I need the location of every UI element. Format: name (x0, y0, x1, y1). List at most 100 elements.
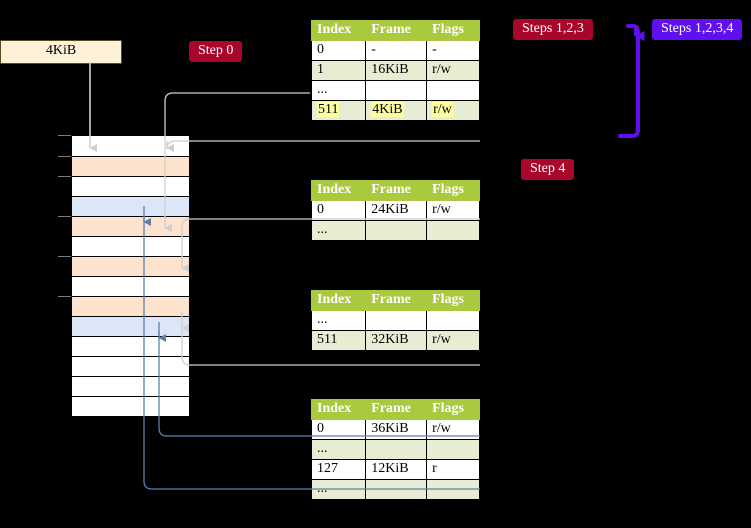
cell-index: 1 (310, 60, 367, 81)
cell-frame: 36KiB (365, 419, 428, 440)
table-row: 127 12KiB r (310, 459, 480, 480)
table-row: ... (310, 80, 480, 101)
cell-frame: 24KiB (365, 200, 428, 221)
column-header-frame: Frame (365, 290, 428, 311)
cell-flags (426, 220, 480, 241)
cell-flags (426, 80, 480, 101)
cell-frame: - (365, 40, 428, 61)
cell-flags: r/w (426, 419, 480, 440)
cell-index: 511 (310, 100, 367, 121)
cell-flags: r/w (426, 60, 480, 81)
memory-tick (58, 256, 71, 257)
badge-step-4-label: Step 4 (530, 161, 566, 176)
arrow-steps-1234-bracket (618, 24, 640, 138)
badge-steps-123-label: Steps 1,2,3 (522, 21, 584, 36)
cell-index: ... (310, 479, 367, 500)
page-table-level-1: Index Frame Flags 0 24KiB r/w ... (310, 180, 480, 241)
cell-frame: 32KiB (365, 330, 428, 351)
cell-frame (365, 439, 428, 460)
column-header-frame: Frame (365, 180, 428, 201)
table-row: ... (310, 479, 480, 500)
source-frame-label: 4KiB (45, 43, 77, 58)
table-row: ... (310, 220, 480, 241)
badge-step-0-label: Step 0 (198, 43, 234, 58)
memory-row (72, 397, 189, 416)
memory-tick (58, 216, 71, 217)
memory-row (72, 277, 189, 297)
cell-flags (426, 439, 480, 460)
badge-steps-123: Steps 1,2,3 (513, 19, 593, 40)
column-header-index: Index (310, 399, 367, 420)
table-row: ... (310, 310, 480, 331)
column-header-frame: Frame (365, 20, 428, 41)
badge-step-0: Step 0 (189, 41, 243, 62)
memory-row (72, 337, 189, 357)
column-header-index: Index (310, 290, 367, 311)
cell-index: ... (310, 80, 367, 101)
memory-tick (58, 176, 71, 177)
cell-index: 0 (310, 200, 367, 221)
cell-flags: r (426, 459, 480, 480)
table-header-row: Index Frame Flags (310, 180, 480, 201)
cell-flags: r/w (426, 200, 480, 221)
badge-steps-1234-label: Steps 1,2,3,4 (661, 21, 734, 36)
cell-index: ... (310, 310, 367, 331)
table-row: 0 36KiB r/w (310, 419, 480, 440)
memory-tick (58, 296, 71, 297)
cell-index: ... (310, 439, 367, 460)
cell-flags (426, 310, 480, 331)
column-header-frame: Frame (365, 399, 428, 420)
memory-row (72, 357, 189, 377)
cell-frame (365, 80, 428, 101)
table-row: 0 24KiB r/w (310, 200, 480, 221)
page-table-level-2: Index Frame Flags ... 511 32KiB r/w (310, 290, 480, 351)
table-row: 0 - - (310, 40, 480, 61)
table-header-row: Index Frame Flags (310, 20, 480, 41)
page-table-level-0: Index Frame Flags 0 - - 1 16KiB r/w ... (310, 20, 480, 121)
cell-flags: r/w (426, 100, 480, 121)
memory-row (72, 136, 189, 157)
memory-tick (58, 135, 71, 136)
memory-row (72, 297, 189, 317)
cell-index: 0 (310, 40, 367, 61)
memory-row (72, 317, 189, 337)
source-frame-box: 4KiB (0, 40, 122, 64)
cell-index-text: 511 (317, 102, 340, 117)
cell-frame (365, 479, 428, 500)
cell-frame (365, 310, 428, 331)
cell-frame: 4KiB (365, 100, 428, 121)
memory-row (72, 217, 189, 237)
physical-memory-column (71, 135, 190, 416)
column-header-flags: Flags (426, 180, 480, 201)
cell-frame: 12KiB (365, 459, 428, 480)
table-row: 1 16KiB r/w (310, 60, 480, 81)
table-header-row: Index Frame Flags (310, 290, 480, 311)
table-row: 511 32KiB r/w (310, 330, 480, 351)
memory-row (72, 157, 189, 177)
column-header-index: Index (310, 20, 367, 41)
memory-row (72, 237, 189, 257)
cell-flags (426, 479, 480, 500)
memory-row (72, 377, 189, 397)
column-header-index: Index (310, 180, 367, 201)
cell-flags-text: r/w (432, 102, 453, 117)
cell-frame-text: 4KiB (371, 102, 404, 117)
badge-steps-1234: Steps 1,2,3,4 (652, 19, 743, 40)
arrow-level0-to-memory (166, 140, 480, 150)
cell-frame (365, 220, 428, 241)
badge-step-4: Step 4 (521, 159, 575, 180)
column-header-flags: Flags (426, 399, 480, 420)
memory-row (72, 197, 189, 217)
cell-flags: r/w (426, 330, 480, 351)
column-header-flags: Flags (426, 20, 480, 41)
table-header-row: Index Frame Flags (310, 399, 480, 420)
memory-tick (58, 156, 71, 157)
cell-flags: - (426, 40, 480, 61)
memory-row (72, 177, 189, 197)
cell-index: 127 (310, 459, 367, 480)
cell-index: 511 (310, 330, 367, 351)
column-header-flags: Flags (426, 290, 480, 311)
cell-index: ... (310, 220, 367, 241)
cell-frame: 16KiB (365, 60, 428, 81)
